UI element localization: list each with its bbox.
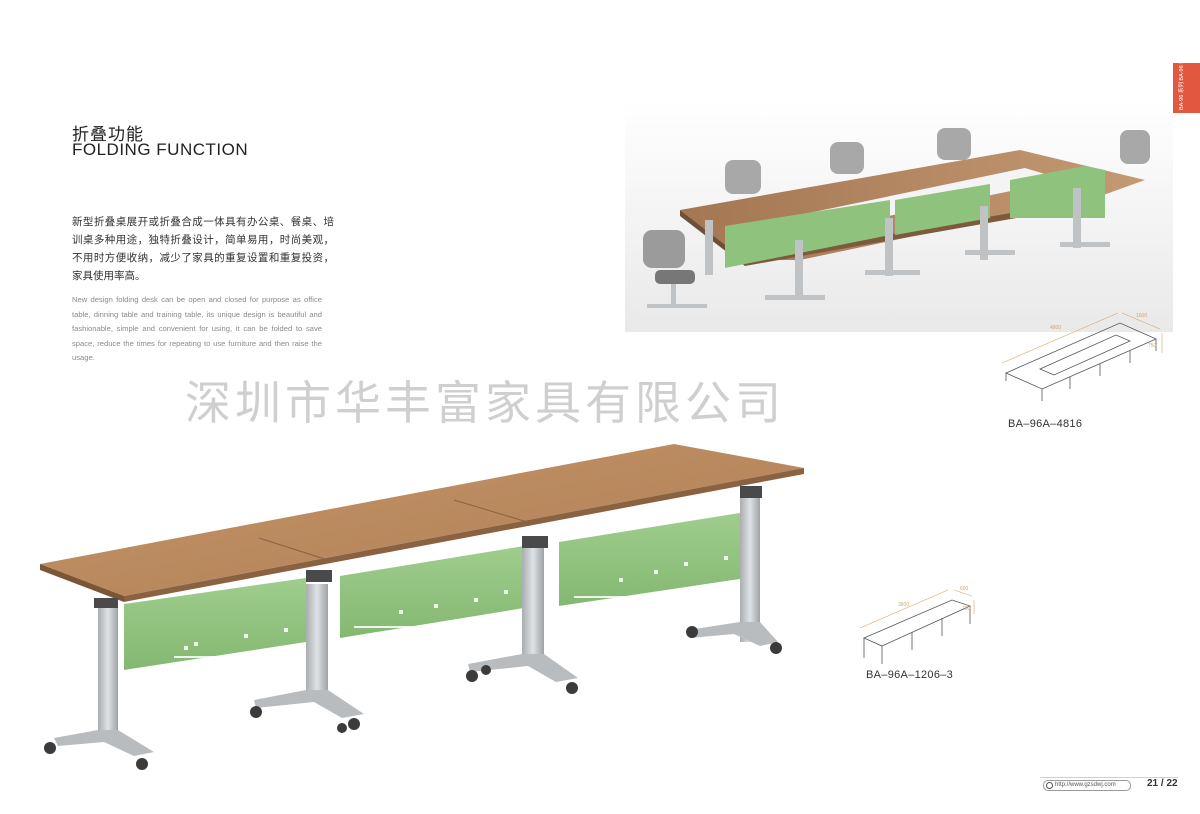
plan-diagram-1206-3: 3600 600 750: [859, 586, 975, 664]
plan-a-height: 750: [1148, 343, 1157, 349]
plan-b-height: 750: [962, 606, 971, 612]
plan-b-length: 3600: [898, 602, 909, 608]
section-title-en: FOLDING FUNCTION: [72, 140, 249, 159]
search-icon: [1046, 782, 1053, 789]
plan-a-width: 1600: [1136, 313, 1147, 319]
conference-table-photo: [625, 100, 1173, 332]
description-en: New design folding desk can be open and …: [72, 295, 322, 362]
plan-diagram-4816: 4800 1600 750: [1001, 312, 1163, 401]
website-url: http://www.gzsdwj.com: [1055, 782, 1116, 788]
description-cn: 新型折叠桌展开或折叠合成一体具有办公桌、餐桌、培训桌多种用途，独特折叠设计，简单…: [72, 216, 334, 282]
model-label-4816: BA–96A–4816: [1008, 418, 1083, 430]
company-watermark: 深圳市华丰富家具有限公司: [185, 376, 785, 430]
plan-b-width: 600: [960, 586, 969, 592]
model-label-1206-3: BA–96A–1206–3: [866, 669, 954, 681]
section-title-cn: 折叠功能: [72, 125, 144, 144]
series-tab-label: BA-96 系列 BA-96 SERIES: [1179, 43, 1185, 110]
footer-divider: [1040, 777, 1178, 778]
folding-desk-photo: [40, 444, 804, 770]
website-search-box[interactable]: http://www.gzsdwj.com: [1043, 780, 1131, 791]
page-number: 21 / 22: [1147, 778, 1178, 789]
plan-a-length: 4800: [1050, 325, 1061, 331]
series-tab: BA-96 系列 BA-96 SERIES: [1173, 44, 1200, 113]
